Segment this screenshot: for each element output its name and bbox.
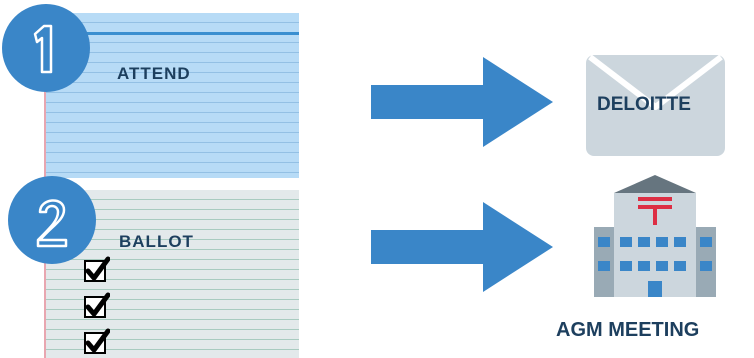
ballot-label: BALLOT [119,232,194,251]
deloitte-label: DELOITTE [597,94,691,115]
arrow-right-icon [371,202,553,292]
step-1-badge [2,4,90,92]
ballot-checkbox-checked-2 [84,292,110,318]
ballot-checkbox-checked-3 [84,328,110,354]
ballot-checkbox-checked-1 [84,256,110,282]
post-office-building-icon [594,175,716,297]
step-2-badge [8,176,96,264]
number-two-icon [36,199,68,248]
number-one-icon [33,24,53,74]
arrow-right-icon [371,57,553,147]
agm-meeting-label: AGM MEETING [556,319,700,341]
envelope-icon [586,54,725,156]
attend-label: ATTEND [117,64,191,83]
